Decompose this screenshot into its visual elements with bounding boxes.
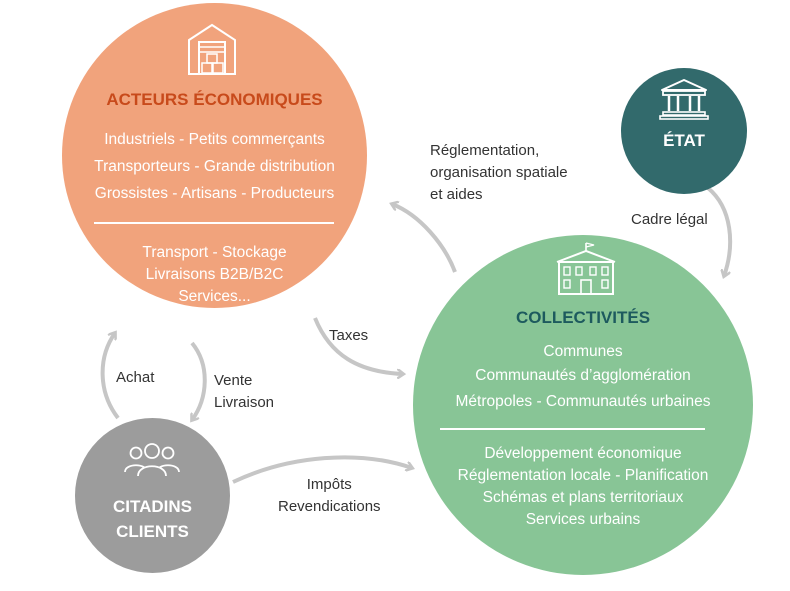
warehouse-icon [188, 23, 236, 75]
vente-livraison-label: Vente Livraison [214, 370, 274, 414]
collectivites-member: Métropoles - Communautés urbaines [455, 393, 711, 410]
livraison-line: Livraison [214, 394, 275, 411]
acteurs-member: Transporteurs - Grande distribution [94, 158, 335, 175]
taxes-label: Taxes [329, 327, 369, 344]
acteurs-activity: Services... [178, 288, 251, 305]
impots-line: Impôts [306, 476, 352, 493]
arrow-cadre-legal [706, 186, 733, 276]
citadins-title: CITADINS [112, 497, 192, 516]
collectivites-circle [413, 235, 753, 575]
collectivites-role: Schémas et plans territoriaux [482, 489, 684, 506]
acteurs-member: Industriels - Petits commerçants [104, 131, 325, 148]
acteurs-activity: Livraisons B2B/B2C [145, 266, 284, 283]
revendications-line: Revendications [278, 498, 381, 515]
reglementation-line: organisation spatiale [430, 164, 568, 181]
cadre-legal-label: Cadre légal [631, 211, 708, 228]
collectivites-role: Développement économique [484, 445, 682, 462]
collectivites-role: Services urbains [525, 511, 641, 528]
reglementation-label: Réglementation, organisation spatiale et… [430, 140, 568, 206]
impots-label: Impôts Revendications [278, 474, 381, 518]
reglementation-line: Réglementation, [430, 142, 540, 159]
acteurs-member: Grossistes - Artisans - Producteurs [94, 185, 335, 202]
acteurs-activity: Transport - Stockage [142, 244, 287, 261]
reglementation-line: et aides [430, 186, 483, 203]
acteurs-title: ACTEURS ÉCONOMIQUES [106, 90, 323, 109]
collectivites-member: Communautés d’agglomération [475, 367, 691, 384]
vente-line: Vente [214, 372, 253, 389]
arrow-vente [192, 341, 207, 420]
government-building-icon [659, 79, 709, 120]
etat-title: ÉTAT [663, 131, 705, 150]
town-hall-icon [556, 242, 616, 295]
acteurs-divider [94, 222, 334, 224]
clients-title: CLIENTS [116, 522, 189, 541]
people-group-icon [124, 443, 180, 477]
arrow-achat [100, 333, 120, 420]
arrow-taxes [313, 317, 403, 374]
arrow-impots [232, 455, 412, 484]
collectivites-title: COLLECTIVITÉS [515, 308, 651, 327]
collectivites-role: Réglementation locale - Planification [457, 467, 709, 484]
collectivites-divider [440, 428, 705, 430]
achat-label: Achat [116, 369, 155, 386]
arrow-reglementation [392, 204, 457, 273]
collectivites-member: Communes [543, 343, 623, 360]
